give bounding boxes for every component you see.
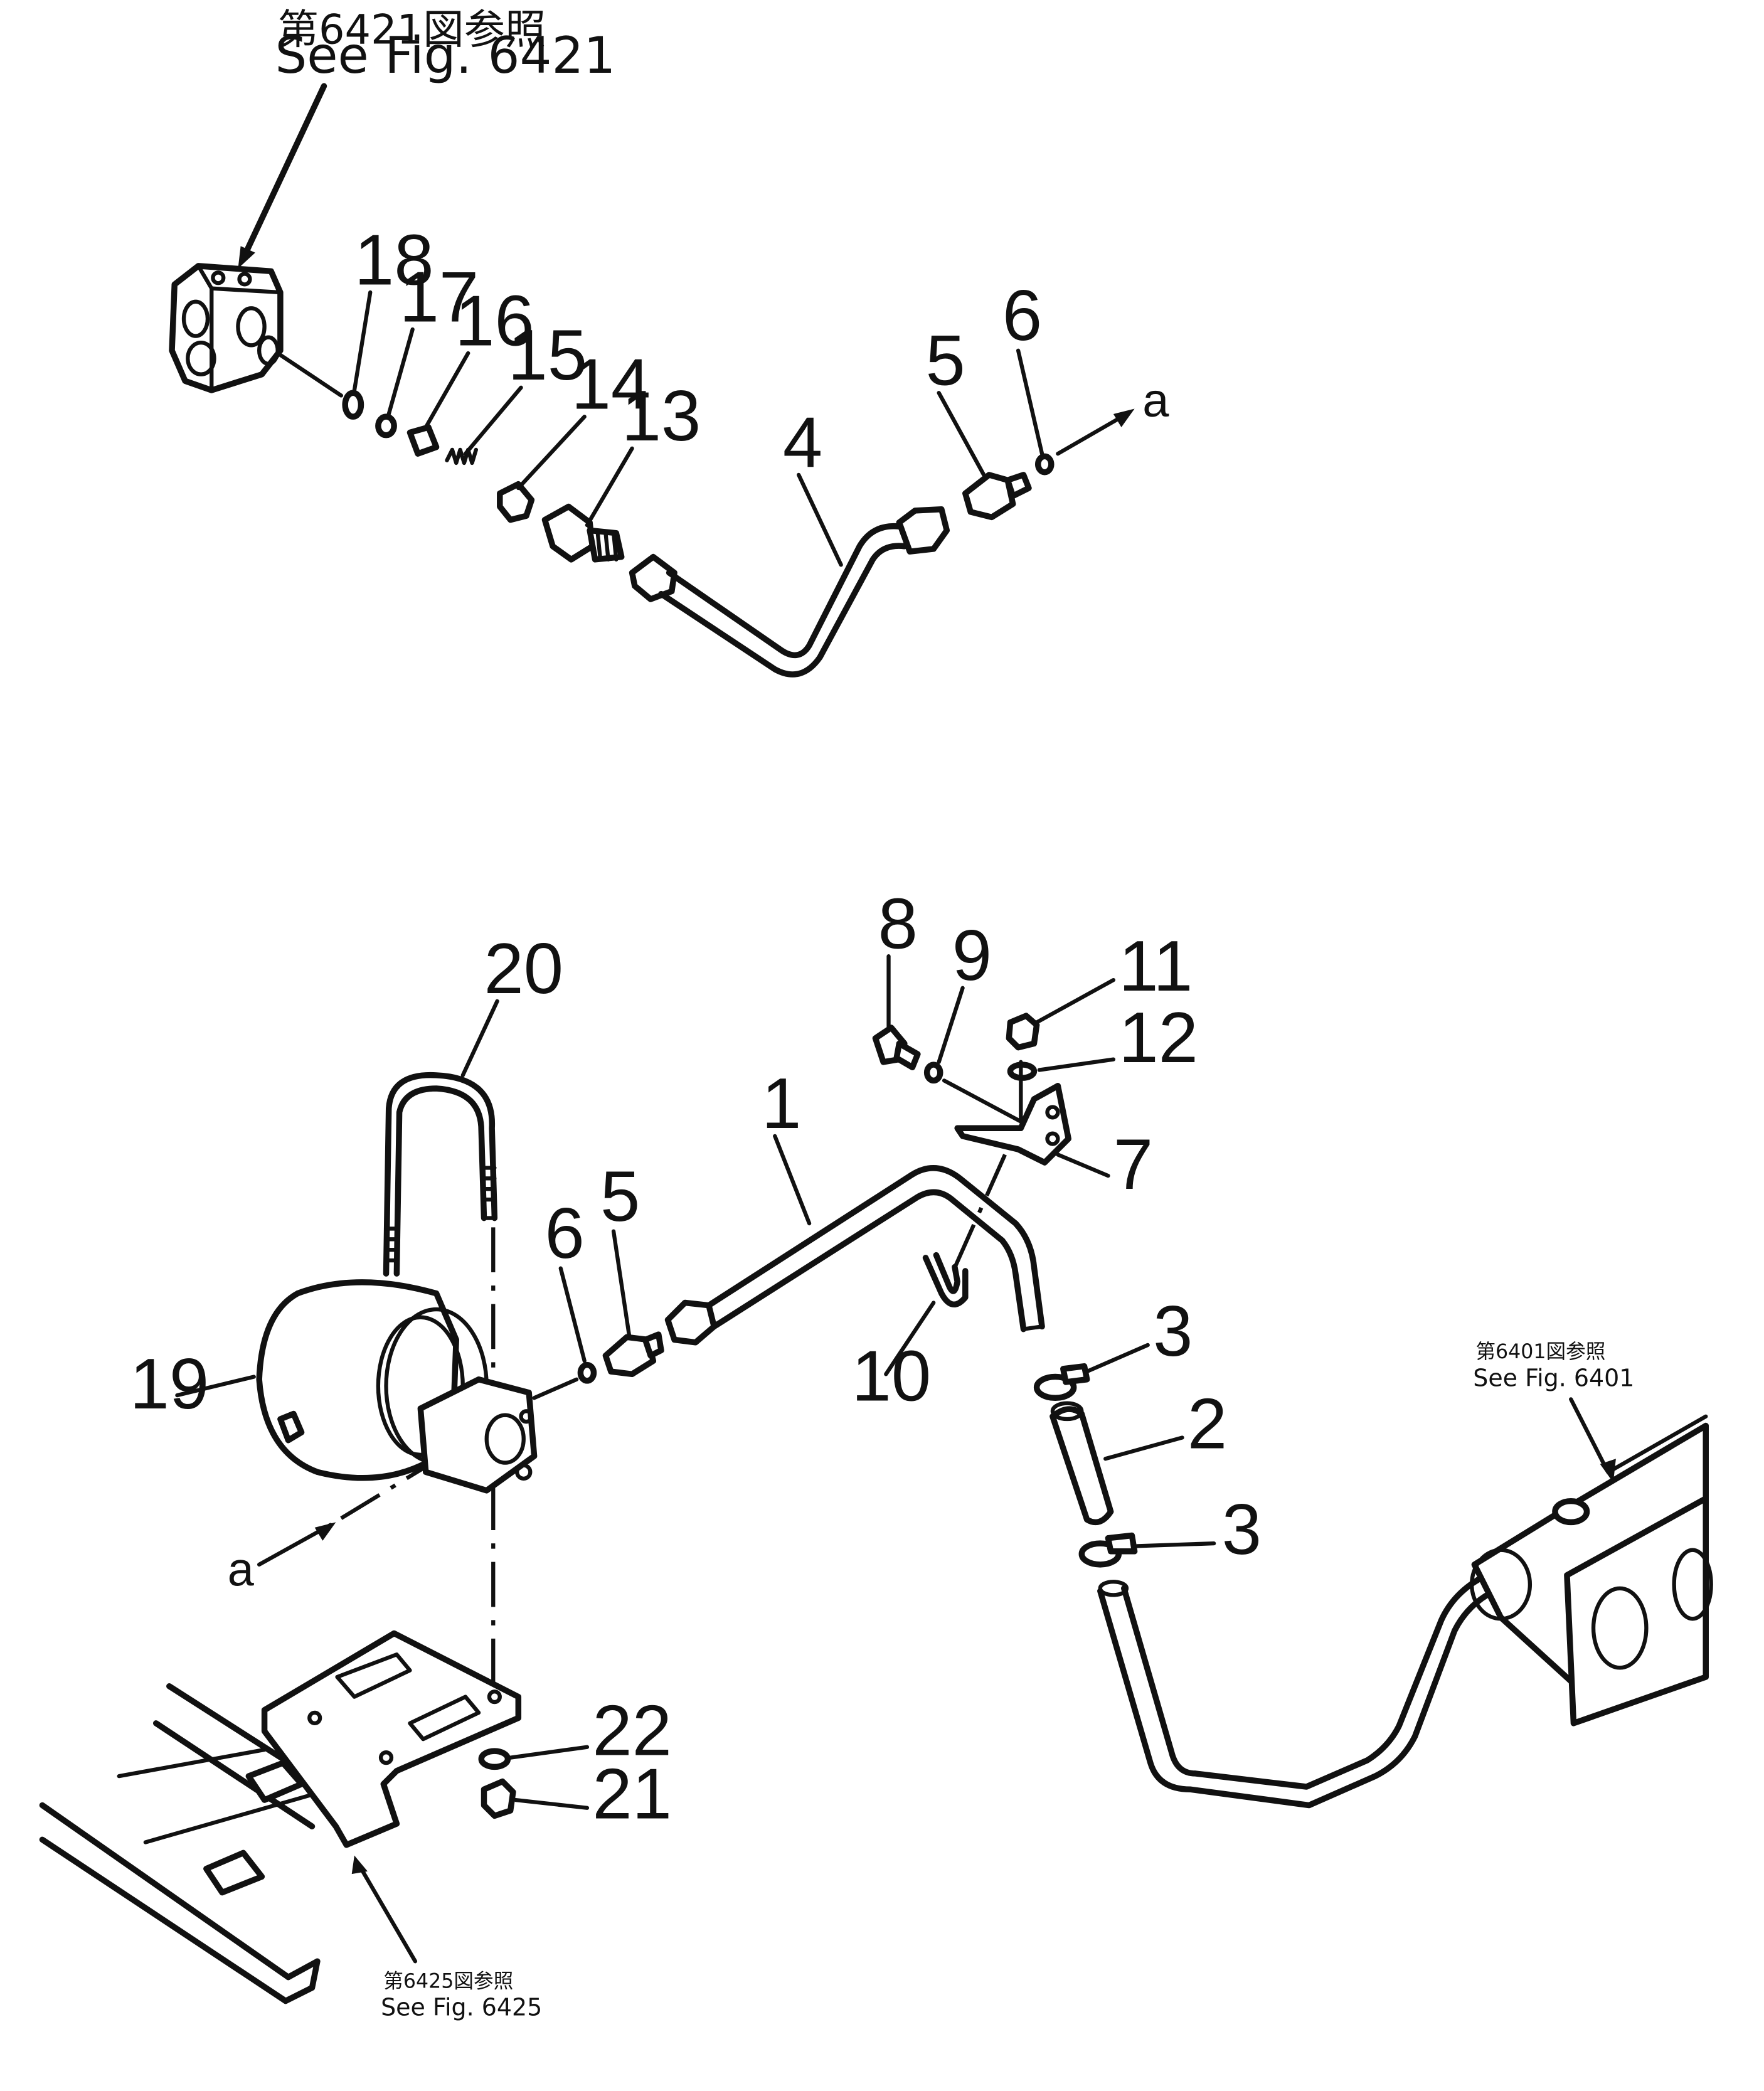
muffler-assembly bbox=[1469, 1414, 1713, 1727]
callout-1: 1 bbox=[762, 1064, 801, 1144]
reference-fig-6425: 第6425図参照 See Fig. 6425 bbox=[351, 1855, 542, 2021]
assembly-line bbox=[275, 351, 344, 398]
part-19-pump-motor bbox=[256, 1279, 538, 1494]
part-18-o-ring bbox=[342, 390, 364, 420]
leader-line bbox=[1569, 1397, 1610, 1474]
mounting-bracket-frame bbox=[39, 1630, 522, 2004]
part-1-pipe bbox=[664, 1165, 1045, 1346]
connection-label-a-bottom: a bbox=[228, 1543, 255, 1597]
callout-3-lower: 3 bbox=[1222, 1490, 1262, 1570]
callout-22: 22 bbox=[592, 1691, 672, 1770]
part-9-washer bbox=[923, 1061, 943, 1084]
part-13-fitting bbox=[541, 503, 625, 563]
reference-en-text: See Fig. 6421 bbox=[275, 26, 615, 85]
part-15-spring bbox=[445, 447, 479, 466]
part-5-fitting-bottom bbox=[602, 1331, 664, 1378]
reference-ja-text: 第6421図参照 bbox=[278, 6, 546, 54]
callout-9: 9 bbox=[952, 916, 992, 996]
reference-en-text: See Fig. 6425 bbox=[381, 1994, 542, 2021]
reference-ja-text: 第6425図参照 bbox=[383, 1970, 513, 1993]
part-2-hose bbox=[1049, 1401, 1114, 1526]
part-5-fitting-top bbox=[962, 472, 1032, 521]
part-10-clip bbox=[922, 1252, 969, 1307]
part-17-ring bbox=[375, 413, 397, 439]
callouts: 18 17 16 15 14 13 4 5 6 8 9 11 12 7 1 5 … bbox=[130, 220, 1262, 1834]
part-4-pipe bbox=[629, 506, 950, 678]
callout-7: 7 bbox=[1113, 1125, 1153, 1205]
part-3-clamp-upper bbox=[1033, 1363, 1090, 1402]
callout-6-top: 6 bbox=[1002, 276, 1042, 356]
part-7-bracket bbox=[954, 1083, 1071, 1166]
reference-ja-text: 第6401図参照 bbox=[1475, 1341, 1605, 1363]
callout-16: 16 bbox=[455, 281, 534, 361]
valve-block bbox=[169, 263, 284, 393]
callout-5-top: 5 bbox=[926, 321, 965, 401]
reference-fig-6421: 第6421図参照 See Fig. 6421 bbox=[238, 6, 615, 269]
part-21-nut bbox=[481, 1778, 516, 1819]
callout-2: 2 bbox=[1188, 1384, 1227, 1464]
part-11-nut bbox=[1006, 1013, 1040, 1051]
callout-8: 8 bbox=[878, 885, 918, 964]
part-12-washer bbox=[1007, 1061, 1038, 1081]
callout-19: 19 bbox=[130, 1344, 210, 1424]
callout-11: 11 bbox=[1118, 927, 1193, 1006]
arrowhead bbox=[351, 1855, 368, 1875]
assembly-line bbox=[532, 1377, 579, 1400]
arrowhead bbox=[238, 246, 255, 269]
connection-label-a-top: a bbox=[1142, 374, 1169, 427]
callout-14: 14 bbox=[571, 345, 651, 425]
assembly-line bbox=[942, 1078, 1023, 1124]
connection-arrow-top: a bbox=[1056, 374, 1169, 456]
callout-13: 13 bbox=[622, 376, 701, 456]
assembly-line bbox=[950, 1154, 1007, 1275]
callout-6-bottom: 6 bbox=[545, 1194, 584, 1274]
callout-5-bottom: 5 bbox=[600, 1157, 640, 1237]
part-20-u-bolt bbox=[383, 1072, 498, 1277]
callout-4: 4 bbox=[783, 403, 822, 482]
arrowhead bbox=[1600, 1459, 1616, 1483]
reference-en-text: See Fig. 6401 bbox=[1473, 1364, 1634, 1391]
leader-line bbox=[242, 83, 327, 258]
part-8-bolt bbox=[872, 1024, 921, 1071]
callout-15: 15 bbox=[507, 316, 587, 395]
part-16-sleeve bbox=[406, 424, 440, 457]
part-6-o-ring-bottom bbox=[577, 1361, 597, 1384]
reference-fig-6401: 第6401図参照 See Fig. 6401 bbox=[1473, 1341, 1634, 1483]
callout-21: 21 bbox=[592, 1755, 672, 1834]
callout-3-upper: 3 bbox=[1153, 1292, 1193, 1371]
part-14-plug bbox=[497, 481, 535, 523]
callout-17: 17 bbox=[400, 257, 479, 337]
connection-arrow-bottom: a bbox=[228, 1465, 427, 1597]
callout-20: 20 bbox=[484, 929, 564, 1009]
callout-12: 12 bbox=[1118, 998, 1198, 1078]
part-3-clamp-lower bbox=[1078, 1532, 1138, 1568]
leader-line bbox=[358, 1864, 418, 1964]
part-6-o-ring-top bbox=[1034, 453, 1055, 476]
callout-18: 18 bbox=[354, 220, 434, 300]
exhaust-pipe-lower bbox=[1097, 1572, 1497, 1809]
callout-10: 10 bbox=[852, 1336, 932, 1416]
part-22-washer bbox=[478, 1748, 511, 1770]
